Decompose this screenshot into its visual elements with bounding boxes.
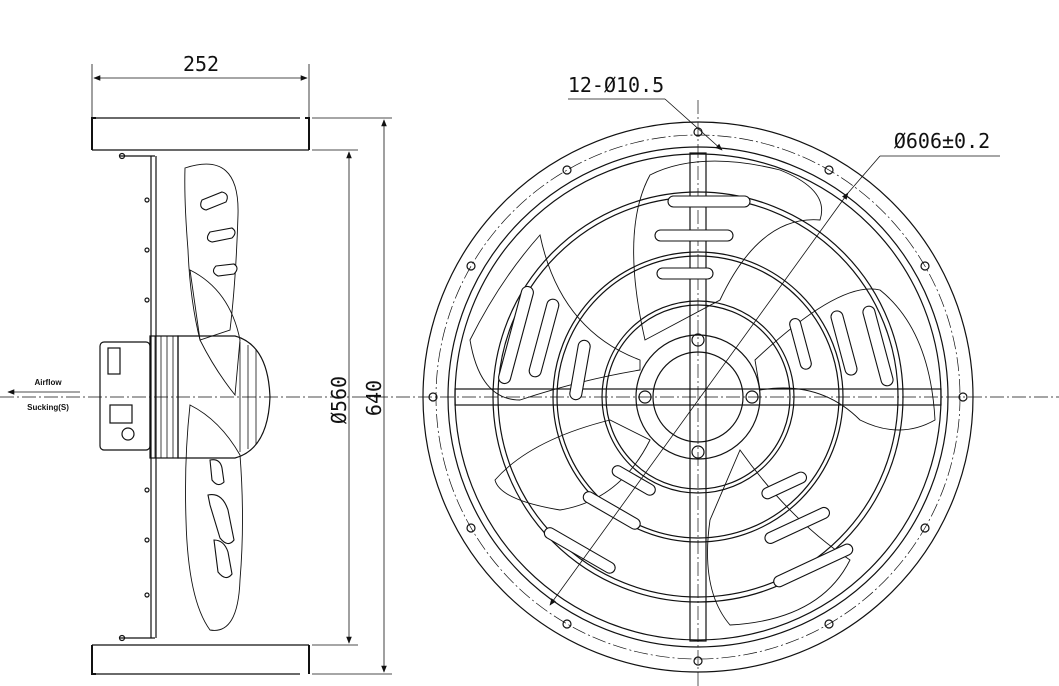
bolt-circle-label: Ø606±0.2 [894,129,990,153]
blade-slot [200,191,228,211]
bolt-circle [435,134,961,660]
blade-slot [528,298,560,378]
terminal-part [107,347,121,375]
motor-rotor [177,335,271,459]
blade-side-top [184,163,239,341]
flange-inner [447,146,949,648]
guard-fixing [118,634,126,642]
blade-slot [543,527,616,574]
blade-slot [656,267,714,280]
blade-slot [213,539,233,579]
airflow-mode-label: Sucking(S) [27,403,69,412]
blade-slot [764,506,830,544]
blade-front [633,160,822,341]
blade-slot [569,339,591,401]
mount-hole [466,523,476,533]
mount-hole [920,261,930,271]
mount-hole [693,656,703,666]
blade-slot [209,459,225,486]
guard-ring [144,592,150,598]
blade-slot [212,263,238,277]
mount-hole [958,392,968,402]
cable-gland [109,404,133,424]
diameter-leader [549,192,849,606]
blade-slot [207,494,235,545]
mounting-holes-label: 12-Ø10.5 [568,73,664,97]
dimension-outer-label: 640 [362,380,386,416]
outer-flange [422,121,974,673]
leader-line [847,155,881,194]
airflow-label: Airflow [34,378,62,387]
guard-ring [144,247,150,253]
mount-hole [824,619,834,629]
dimension-inner-label: Ø560 [327,376,351,424]
mount-hole [428,392,438,402]
blade-slot [789,318,812,370]
mount-hole [920,523,930,533]
guard-fixing [118,152,126,160]
housing-lip [91,117,96,127]
mount-hole [562,165,572,175]
blade-slot [773,543,854,588]
guard-ring [144,297,150,303]
blade-slot [862,305,894,387]
mount-hole [824,165,834,175]
guard-ring [144,487,150,493]
front-view: Ø606±0.2 12-Ø10.5 [422,73,1000,686]
side-view: 252 [0,52,1059,675]
blade-slot [206,227,236,243]
blade-slot [654,229,734,242]
blade-slot [582,491,641,530]
mount-hole [562,619,572,629]
mount-hole [466,261,476,271]
blade-side-mid [189,269,241,397]
blade-slot [830,310,858,376]
blade-slot [667,195,751,208]
guard-ring [144,537,150,543]
blade-slot [498,285,534,385]
cable-gland-nut [121,427,135,441]
housing-lip [91,666,96,675]
guard-ring [144,197,150,203]
blade-side-bottom [185,404,243,631]
hole-leader [664,98,723,151]
housing-lip [305,117,310,127]
dimension-width-label: 252 [183,52,219,76]
